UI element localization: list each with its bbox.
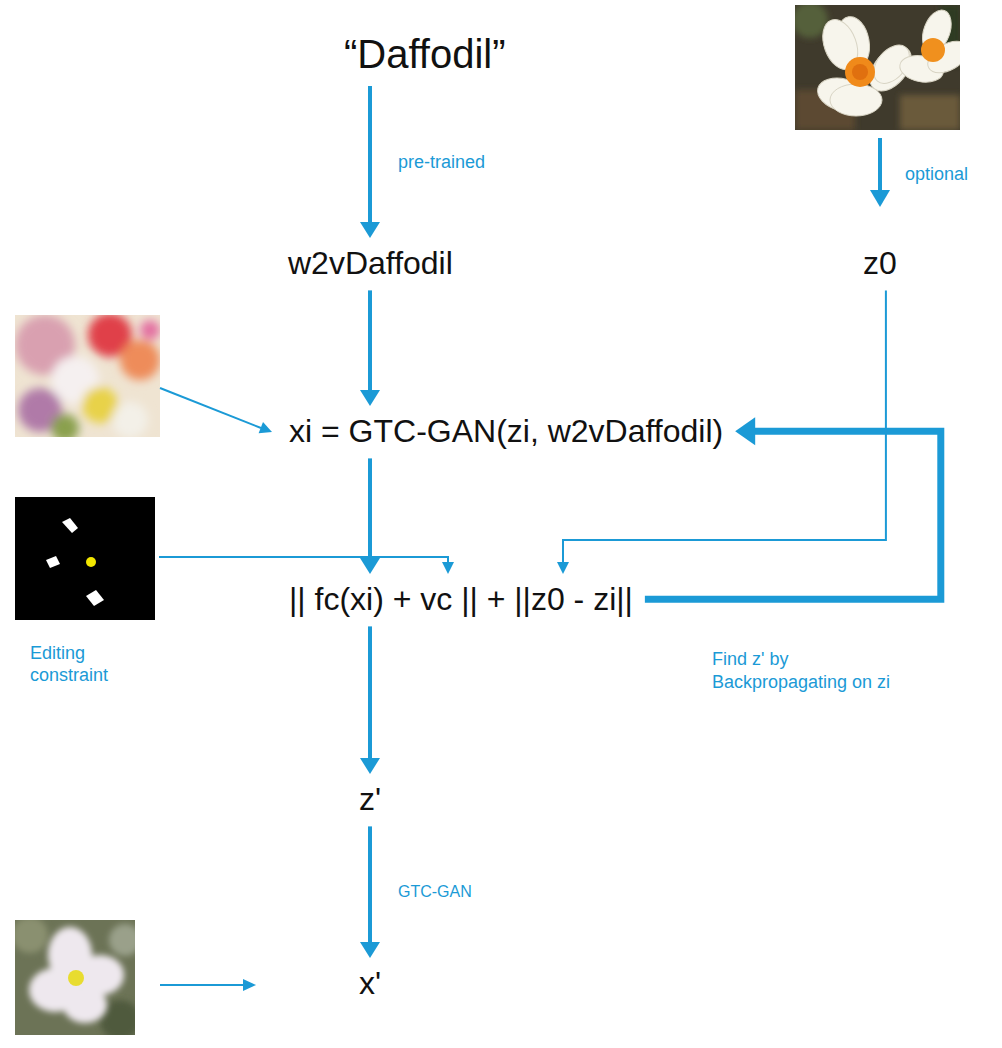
- connector: [360, 290, 380, 406]
- formula-text: xi = GTC-GAN(zi, w2vDaffodil): [285, 410, 727, 452]
- edge-label: GTC-GAN: [398, 882, 472, 902]
- formula-node: z0: [859, 242, 901, 284]
- connector-line: [368, 86, 372, 224]
- connector-line: [645, 431, 941, 599]
- arrow-head: [557, 562, 569, 574]
- connector: [159, 557, 454, 574]
- formula-node: w2vDaffodil: [284, 242, 457, 284]
- connector-line: [368, 826, 372, 944]
- constraint-label: Editing constraint: [30, 643, 125, 686]
- constraint-node: Editing constraint: [15, 497, 155, 686]
- formula-node: || fc(xi) + vc || + ||z0 - zi||: [285, 578, 637, 620]
- formula-text: “Daffodil”: [340, 28, 510, 80]
- connector-line: [368, 290, 372, 392]
- arrow-head: [360, 222, 380, 238]
- arrow-head: [360, 390, 380, 406]
- formula-node: x': [355, 962, 385, 1004]
- note-label: optional: [905, 164, 968, 185]
- generated-image: [15, 315, 160, 437]
- arrow-head: [735, 417, 755, 445]
- formula-node: z': [355, 778, 385, 820]
- arrow-head: [360, 558, 380, 574]
- output-image: [15, 920, 135, 1035]
- connector-line: [159, 557, 448, 564]
- formula-node: “Daffodil”: [340, 28, 510, 80]
- arrow-head: [360, 758, 380, 774]
- connector: [360, 826, 380, 958]
- connector: [360, 86, 380, 238]
- connector-line: [368, 458, 372, 560]
- connector-line: [368, 626, 372, 760]
- formula-text: w2vDaffodil: [284, 242, 457, 284]
- daffodil-photo: [795, 5, 960, 130]
- formula-text: z': [355, 778, 385, 820]
- constraint-mask: [15, 497, 155, 620]
- formula-node: xi = GTC-GAN(zi, w2vDaffodil): [285, 410, 727, 452]
- formula-text: z0: [859, 242, 901, 284]
- edge-label: Find z' by Backpropagating on zi: [712, 648, 912, 693]
- formula-text: x': [355, 962, 385, 1004]
- leader-arrows: [160, 138, 890, 991]
- connector: [360, 626, 380, 774]
- arrow-head: [442, 562, 454, 574]
- arrow-head: [360, 942, 380, 958]
- formula-text: || fc(xi) + vc || + ||z0 - zi||: [285, 578, 637, 620]
- edge-label: pre-trained: [398, 151, 485, 174]
